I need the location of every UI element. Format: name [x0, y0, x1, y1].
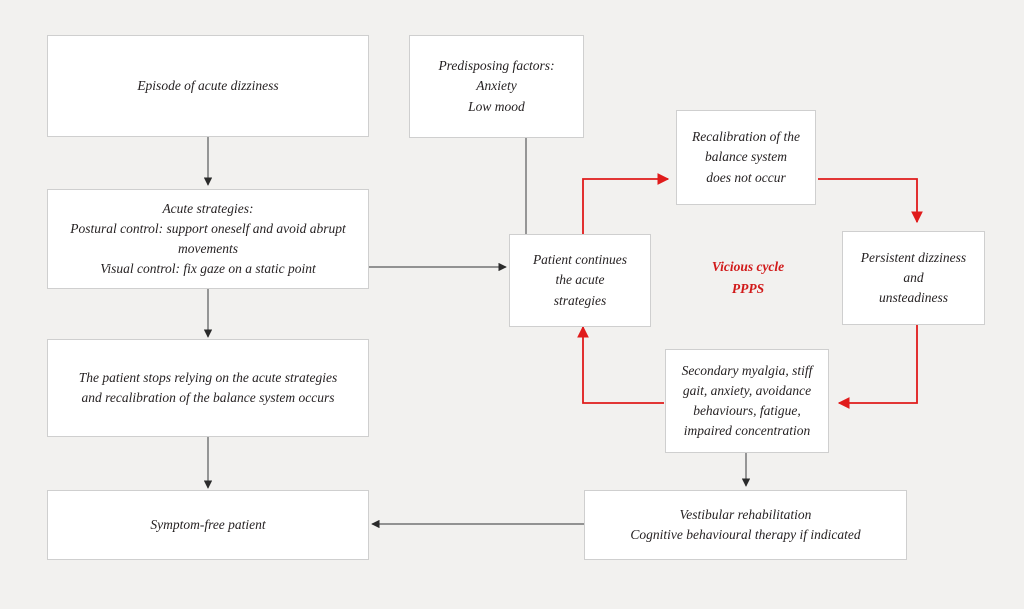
cycle-edge-persistent-dizziness-to-secondary-myalgia [837, 325, 918, 409]
node-line: Secondary myalgia, stiff gait, anxiety, … [681, 362, 813, 439]
node-line: Visual control: fix gaze on a static poi… [100, 261, 316, 277]
node-line: Acute strategies: [162, 200, 254, 216]
node-line: Vestibular rehabilitation [679, 506, 812, 522]
vicious-cycle-line: Vicious cycle [711, 259, 785, 274]
node-vestibular-rehabilitation[interactable]: Vestibular rehabilitation Cognitive beha… [584, 490, 907, 560]
node-line: Symptom-free patient [150, 516, 266, 532]
node-patient-continues-acute-strategies[interactable]: Patient continues the acute strategies [509, 234, 651, 327]
node-line: balance system [704, 149, 788, 165]
node-patient-stops-relying[interactable]: The patient stops relying on the acute s… [47, 339, 369, 437]
cycle-edge-secondary-myalgia-to-patient-continues [577, 325, 664, 404]
node-line: Persistent dizziness [860, 249, 967, 265]
node-recalibration-does-not-occur[interactable]: Recalibration of the balance system does… [676, 110, 816, 205]
node-line: and [903, 269, 924, 285]
vicious-cycle-label: Vicious cycle PPPS [683, 256, 813, 299]
node-line: Recalibration of the [692, 129, 800, 145]
node-episode-of-acute-dizziness[interactable]: Episode of acute dizziness [47, 35, 369, 137]
node-line: Cognitive behavioural therapy if indicat… [630, 527, 861, 542]
node-secondary-myalgia[interactable]: Secondary myalgia, stiff gait, anxiety, … [665, 349, 829, 453]
node-line: Postural control: support oneself and av… [70, 220, 346, 256]
node-line: unsteadiness [879, 290, 948, 306]
node-acute-strategies[interactable]: Acute strategies: Postural control: supp… [47, 189, 369, 289]
node-line: Low mood [468, 98, 525, 114]
node-line: Patient continues [532, 252, 628, 268]
node-line: Episode of acute dizziness [137, 77, 279, 93]
node-symptom-free-patient[interactable]: Symptom-free patient [47, 490, 369, 560]
node-line: Anxiety [476, 78, 517, 94]
node-line: The patient stops relying on the acute s… [78, 369, 338, 405]
vicious-cycle-line: PPPS [731, 280, 765, 296]
cycle-edge-recalibration-fails-to-persistent-dizziness [818, 178, 923, 224]
node-persistent-dizziness-unsteadiness[interactable]: Persistent dizziness and unsteadiness [842, 231, 985, 325]
node-predisposing-factors[interactable]: Predisposing factors: Anxiety Low mood [409, 35, 584, 138]
node-line: strategies [553, 292, 607, 308]
node-line: the acute [555, 272, 605, 288]
node-line: Predisposing factors: [438, 58, 555, 74]
node-line: does not occur [706, 169, 786, 185]
